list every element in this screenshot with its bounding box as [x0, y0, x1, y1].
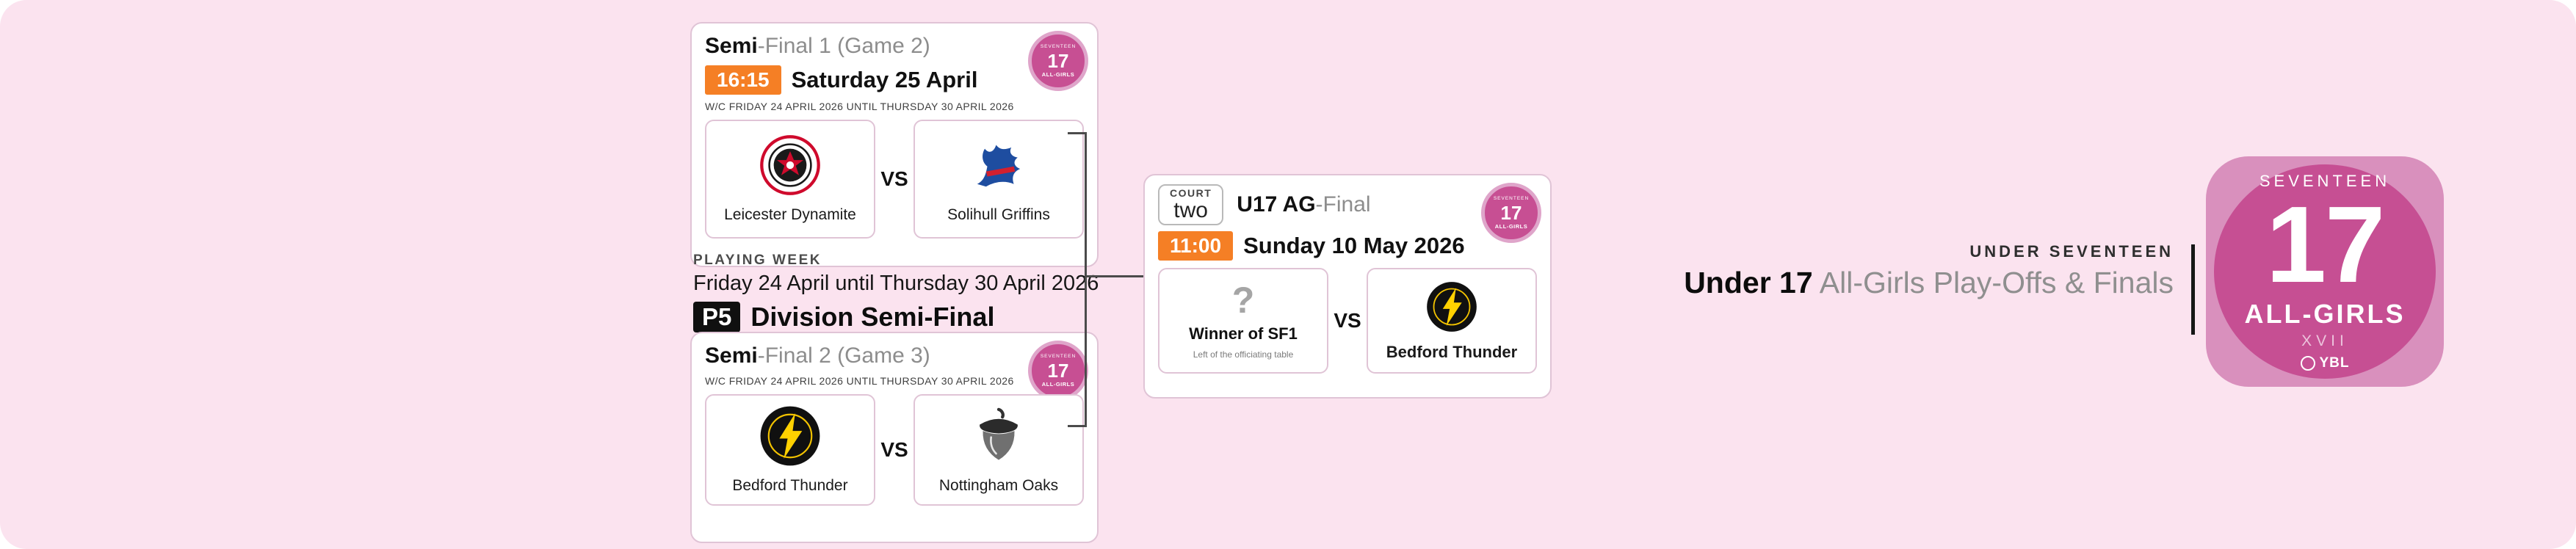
team-name: Bedford Thunder — [732, 477, 848, 494]
team-name: Leicester Dynamite — [724, 206, 856, 223]
sf2-title-rest: -Final 2 (Game 3) — [757, 343, 930, 368]
bedford-thunder-logo — [1425, 280, 1478, 337]
sf1-title-rest: -Final 1 (Game 2) — [757, 34, 930, 58]
sf2-team-a: Bedford Thunder — [705, 393, 875, 506]
final-time-row: 11:00 Sunday 10 May 2026 — [1158, 231, 1537, 261]
court-value: two — [1173, 197, 1208, 222]
sf2-title-bold: Semi — [705, 343, 758, 368]
sf1-teams: Leicester Dynamite VS Solihull Griffins — [705, 119, 1084, 239]
team-name: Solihull Griffins — [947, 206, 1050, 223]
mini-badge-label: ALL-GIRLS — [1494, 222, 1528, 230]
bracket-line-sf2 — [1068, 425, 1087, 427]
team-name: Nottingham Oaks — [938, 477, 1059, 494]
vs-label: VS — [1334, 309, 1361, 332]
playing-week-name: Division Semi-Final — [750, 302, 995, 332]
badge-circle: SEVENTEEN 17 ALL-GIRLS XVII YBL — [2214, 164, 2436, 379]
badge-number: 17 — [2265, 183, 2386, 305]
u17-all-girls-badge: SEVENTEEN 17 ALL-GIRLS — [1481, 183, 1541, 243]
mini-badge-top-text: SEVENTEEN — [1493, 196, 1530, 201]
court-box: COURT two — [1158, 184, 1224, 226]
mini-badge-label: ALL-GIRLS — [1041, 70, 1075, 78]
final-team-a: ? Winner of SF1 Left of the officiating … — [1158, 268, 1328, 374]
semi-final-1-card: Semi-Final 1 (Game 2) SEVENTEEN 17 ALL-G… — [690, 22, 1099, 267]
sf1-team-a: Leicester Dynamite — [705, 119, 875, 239]
team-note: Left of the officiating table — [1193, 349, 1294, 360]
mini-badge-top-text: SEVENTEEN — [1040, 354, 1077, 359]
sf2-teams: Bedford Thunder VS Nottingham Oaks — [705, 393, 1084, 506]
vs-label: VS — [880, 167, 908, 190]
sf2-week-note: W/C FRIDAY 24 APRIL 2026 UNTIL THURSDAY … — [705, 374, 1014, 387]
playing-week-row: P5 Division Semi-Final — [693, 302, 1068, 332]
sf1-title-bold: Semi — [705, 34, 758, 58]
heading-overline: UNDER SEVENTEEN — [1969, 242, 2174, 261]
playing-week-dates: Friday 24 April until Thursday 30 April … — [693, 272, 1099, 295]
semi-final-2-card: Semi-Final 2 (Game 3) SEVENTEEN 17 ALL-G… — [690, 332, 1099, 543]
final-date: Sunday 10 May 2026 — [1243, 233, 1465, 259]
bracket-line-vertical — [1085, 132, 1087, 426]
heading-title-bold: Under 17 — [1684, 266, 1813, 299]
badge-roman-numeral: XVII — [2301, 332, 2348, 349]
u17-all-girls-badge-large: SEVENTEEN 17 ALL-GIRLS XVII YBL — [2206, 156, 2444, 387]
u17-all-girls-badge: SEVENTEEN 17 ALL-GIRLS — [1028, 341, 1088, 401]
vs-label: VS — [880, 437, 908, 461]
mini-badge-number: 17 — [1047, 359, 1069, 382]
sf2-team-b: Nottingham Oaks — [913, 393, 1084, 506]
heading-divider — [2191, 244, 2195, 335]
sf1-time-chip: 16:15 — [705, 65, 781, 95]
bracket-line-final — [1087, 275, 1143, 277]
playing-week-label: PLAYING WEEK — [693, 252, 822, 268]
playing-week-block: PLAYING WEEK Friday 24 April until Thurs… — [693, 252, 1099, 343]
solihull-griffins-logo — [967, 134, 1030, 200]
u17-all-girls-badge: SEVENTEEN 17 ALL-GIRLS — [1028, 31, 1088, 91]
playing-week-code: P5 — [693, 302, 741, 332]
mini-badge-number: 17 — [1500, 201, 1522, 224]
event-heading: UNDER SEVENTEEN Under 17 All-Girls Play-… — [1542, 242, 2174, 300]
final-time-chip: 11:00 — [1158, 231, 1234, 261]
sf2-title: Semi-Final 2 (Game 3) — [705, 343, 1084, 369]
mini-badge-number: 17 — [1047, 49, 1069, 72]
basketball-icon — [2300, 355, 2315, 371]
ybl-wordmark: YBL — [2319, 355, 2350, 371]
final-title-bold: U17 AG — [1237, 192, 1316, 217]
team-name: Bedford Thunder — [1386, 342, 1518, 361]
bedford-thunder-logo — [759, 404, 822, 471]
sf1-week-note: W/C FRIDAY 24 APRIL 2026 UNTIL THURSDAY … — [705, 100, 1014, 112]
sf1-team-b: Solihull Griffins — [913, 119, 1084, 239]
final-header: COURT two U17 AG-Final — [1158, 184, 1537, 226]
final-team-b: Bedford Thunder — [1367, 268, 1537, 374]
sf1-date: Saturday 25 April — [791, 66, 978, 92]
final-card: COURT two U17 AG-Final SEVENTEEN 17 ALL-… — [1143, 174, 1552, 399]
badge-org-row: YBL — [2300, 355, 2350, 371]
final-title: U17 AG-Final — [1237, 192, 1370, 218]
badge-top-text: SEVENTEEN — [2259, 171, 2391, 190]
nottingham-oaks-logo — [967, 404, 1030, 471]
badge-label: ALL-GIRLS — [2244, 298, 2406, 329]
sf1-time-row: 16:15 Saturday 25 April — [705, 65, 1084, 95]
team-name: Winner of SF1 — [1189, 324, 1298, 343]
court-label: COURT — [1170, 187, 1212, 199]
final-title-rest: -Final — [1315, 192, 1371, 217]
heading-title: Under 17 All-Girls Play-Offs & Finals — [1542, 266, 2174, 300]
mini-badge-label: ALL-GIRLS — [1041, 380, 1075, 388]
heading-title-rest: All-Girls Play-Offs & Finals — [1812, 266, 2174, 299]
sf1-title: Semi-Final 1 (Game 2) — [705, 34, 1084, 59]
final-teams: ? Winner of SF1 Left of the officiating … — [1158, 268, 1537, 374]
unknown-team-mark: ? — [1231, 280, 1255, 321]
mini-badge-top-text: SEVENTEEN — [1040, 44, 1077, 49]
bracket-line-sf1 — [1068, 132, 1087, 134]
leicester-dynamite-logo — [759, 134, 822, 200]
